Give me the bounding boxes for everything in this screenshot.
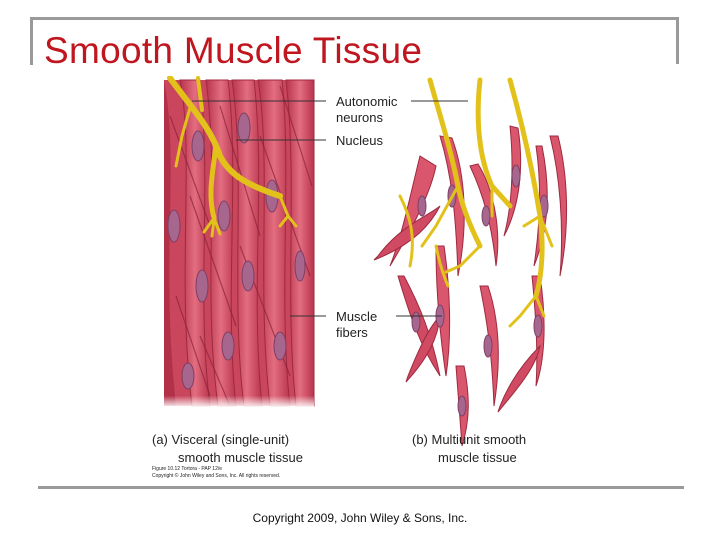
frame-bottom-rule — [38, 486, 684, 489]
visceral-fibers — [164, 80, 314, 408]
frame-top-rule — [30, 17, 678, 20]
smooth-muscle-illustration: Autonomic neurons Nucleus Muscle fibers … — [140, 76, 580, 486]
label-muscle-line1: Muscle — [336, 309, 377, 324]
smooth-muscle-figure: Autonomic neurons Nucleus Muscle fibers … — [140, 76, 580, 486]
frame-right-rule — [676, 17, 679, 64]
caption-b-line1: (b) Multiunit smooth — [412, 432, 526, 447]
caption-a-line2: smooth muscle tissue — [178, 450, 303, 465]
caption-b-line2: muscle tissue — [438, 450, 517, 465]
label-muscle-line2: fibers — [336, 325, 368, 340]
multiunit-nuclei — [412, 165, 548, 416]
label-autonomic-line1: Autonomic — [336, 94, 398, 109]
figure-credit-line2: Copyright © John Wiley and Sons, Inc. Al… — [152, 472, 280, 479]
slide-title: Smooth Muscle Tissue — [44, 30, 422, 72]
frame-left-rule — [30, 17, 33, 65]
copyright-footer: Copyright 2009, John Wiley & Sons, Inc. — [0, 511, 720, 525]
label-autonomic-line2: neurons — [336, 110, 383, 125]
label-nucleus: Nucleus — [336, 133, 383, 148]
caption-a-line1: (a) Visceral (single-unit) — [152, 432, 289, 447]
figure-credit-line1: Figure 10.12 Tortora - PAP 12/e — [152, 466, 222, 472]
